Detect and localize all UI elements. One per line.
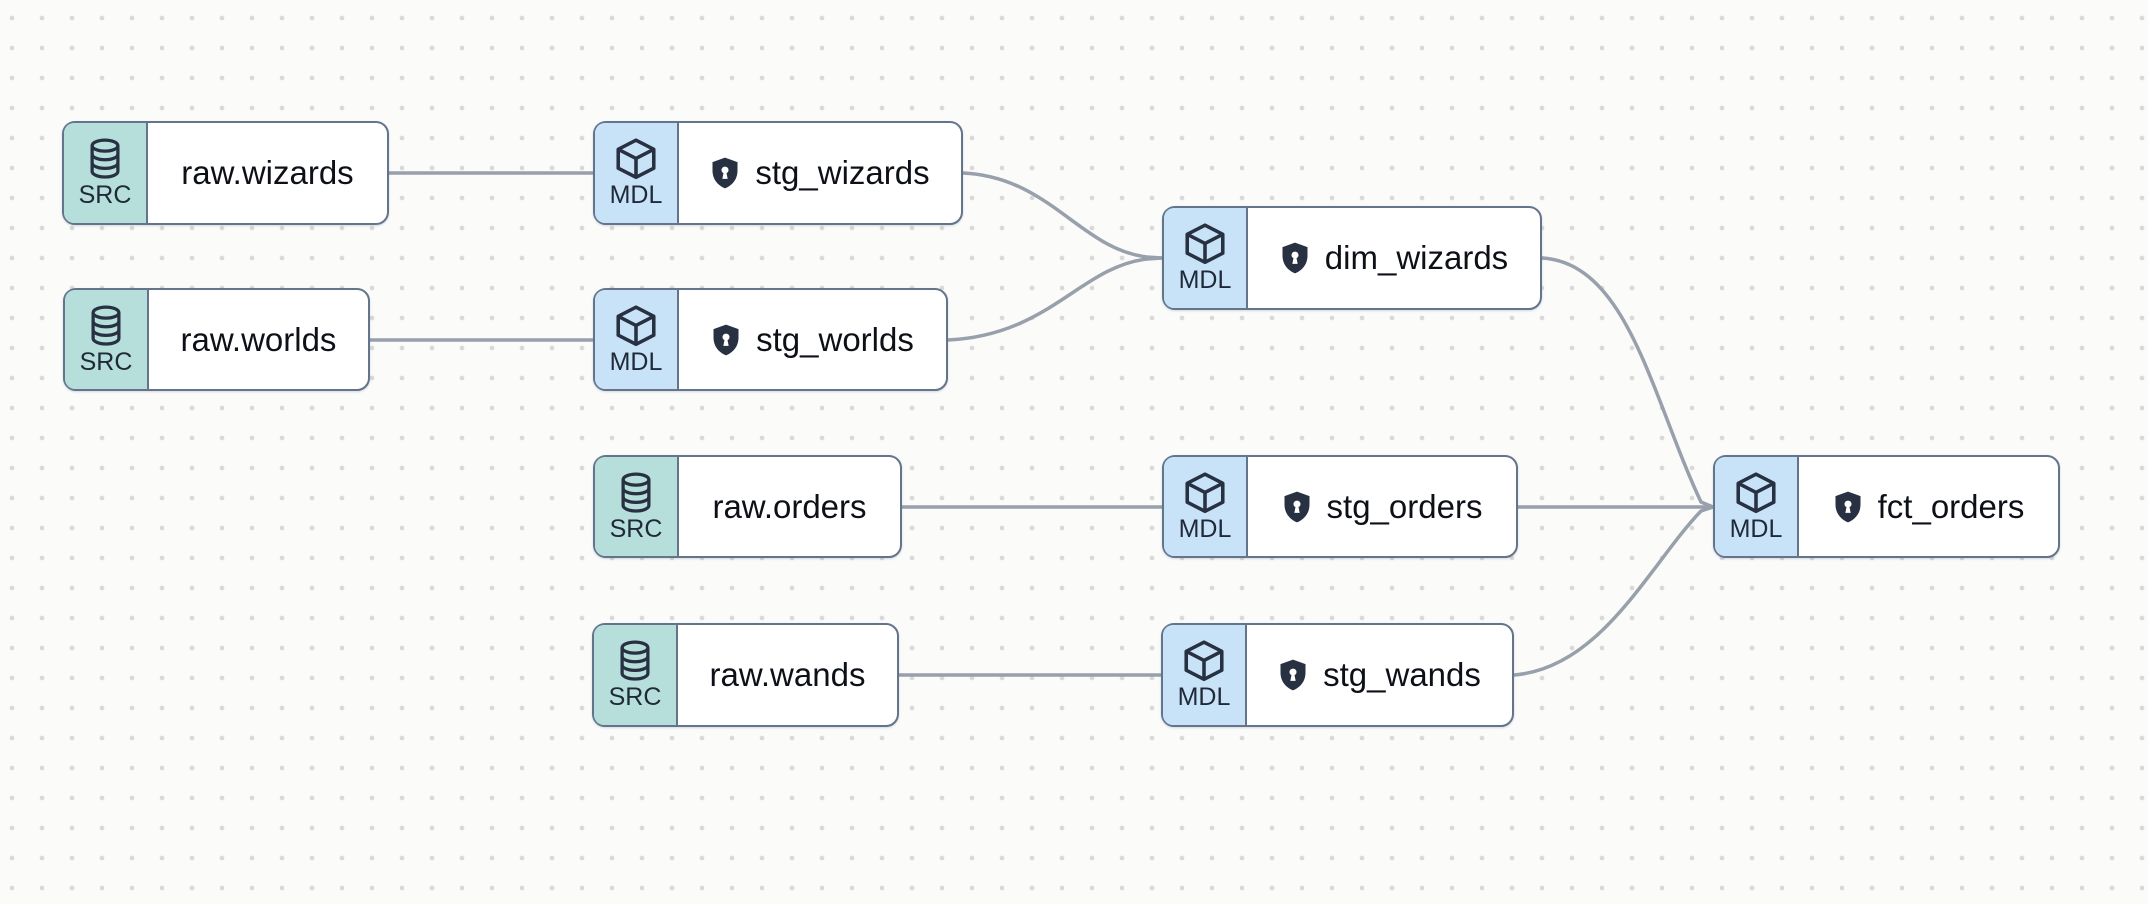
node-stg-wizards[interactable]: MDL stg_wizards [593, 121, 963, 225]
node-dim-wizards[interactable]: MDL dim_wizards [1162, 206, 1542, 310]
badge-label: SRC [609, 514, 663, 543]
node-body: raw.orders [679, 457, 900, 556]
model-badge: MDL [1163, 625, 1247, 725]
node-raw-wands[interactable]: SRC raw.wands [592, 623, 899, 727]
node-fct-orders[interactable]: MDL fct_orders [1713, 455, 2060, 558]
shield-lock-icon [713, 324, 739, 355]
node-body: raw.worlds [149, 290, 368, 389]
cube-icon [616, 304, 656, 346]
node-body: stg_wizards [679, 123, 961, 223]
node-label: dim_wizards [1324, 239, 1509, 276]
node-label: fct_orders [1877, 487, 2025, 525]
model-badge: MDL [595, 123, 679, 223]
shield-lock-icon [1282, 242, 1308, 274]
node-body: fct_orders [1799, 457, 2058, 556]
shield-lock-icon [1284, 491, 1310, 522]
badge-label: MDL [1729, 514, 1783, 543]
badge-label: SRC [79, 347, 133, 376]
node-raw-orders[interactable]: SRC raw.orders [593, 455, 902, 558]
node-stg-wands[interactable]: MDL stg_wands [1161, 623, 1514, 727]
node-body: raw.wizards [148, 123, 387, 223]
node-label: raw.wands [709, 656, 866, 693]
node-label: raw.wizards [181, 154, 354, 191]
node-body: raw.wands [678, 625, 897, 725]
source-badge: SRC [594, 625, 678, 725]
node-label: stg_worlds [756, 320, 914, 358]
badge-label: MDL [1178, 514, 1232, 543]
model-badge: MDL [1715, 457, 1799, 556]
edge-stg-wands-fct-orders [1512, 505, 1715, 677]
shield-lock-icon [712, 157, 738, 189]
node-stg-worlds[interactable]: MDL stg_worlds [593, 288, 948, 391]
edge-dim-wizards-fct-orders [1540, 256, 1715, 509]
node-raw-worlds[interactable]: SRC raw.worlds [63, 288, 370, 391]
database-icon [620, 640, 650, 681]
node-label: stg_orders [1326, 487, 1483, 525]
edge-stg-wizards-dim-wizards [961, 171, 1164, 260]
cube-icon [1736, 471, 1776, 513]
badge-label: SRC [78, 181, 132, 209]
badge-label: MDL [609, 347, 663, 376]
badge-label: MDL [609, 181, 663, 209]
node-body: stg_worlds [679, 290, 946, 389]
model-badge: MDL [595, 290, 679, 389]
node-body: stg_wands [1247, 625, 1512, 725]
node-label: stg_wands [1323, 656, 1481, 693]
source-badge: SRC [64, 123, 148, 223]
node-label: raw.orders [712, 487, 867, 525]
node-body: dim_wizards [1248, 208, 1540, 308]
node-stg-orders[interactable]: MDL stg_orders [1162, 455, 1518, 558]
source-badge: SRC [65, 290, 149, 389]
cube-icon [1184, 640, 1224, 682]
cube-icon [1185, 471, 1225, 513]
badge-label: MDL [1178, 266, 1232, 294]
source-badge: SRC [595, 457, 679, 556]
badge-label: MDL [1177, 683, 1231, 711]
node-label: stg_wizards [755, 154, 930, 191]
node-label: raw.worlds [180, 320, 337, 358]
node-body: stg_orders [1248, 457, 1516, 556]
node-raw-wizards[interactable]: SRC raw.wizards [62, 121, 389, 225]
model-badge: MDL [1164, 457, 1248, 556]
database-icon [91, 304, 121, 346]
database-icon [90, 138, 120, 179]
edge-stg-worlds-dim-wizards [946, 256, 1164, 342]
cube-icon [616, 138, 656, 180]
shield-lock-icon [1280, 659, 1306, 691]
shield-lock-icon [1835, 491, 1861, 522]
badge-label: SRC [608, 683, 662, 711]
cube-icon [1185, 223, 1225, 265]
model-badge: MDL [1164, 208, 1248, 308]
database-icon [621, 471, 651, 513]
